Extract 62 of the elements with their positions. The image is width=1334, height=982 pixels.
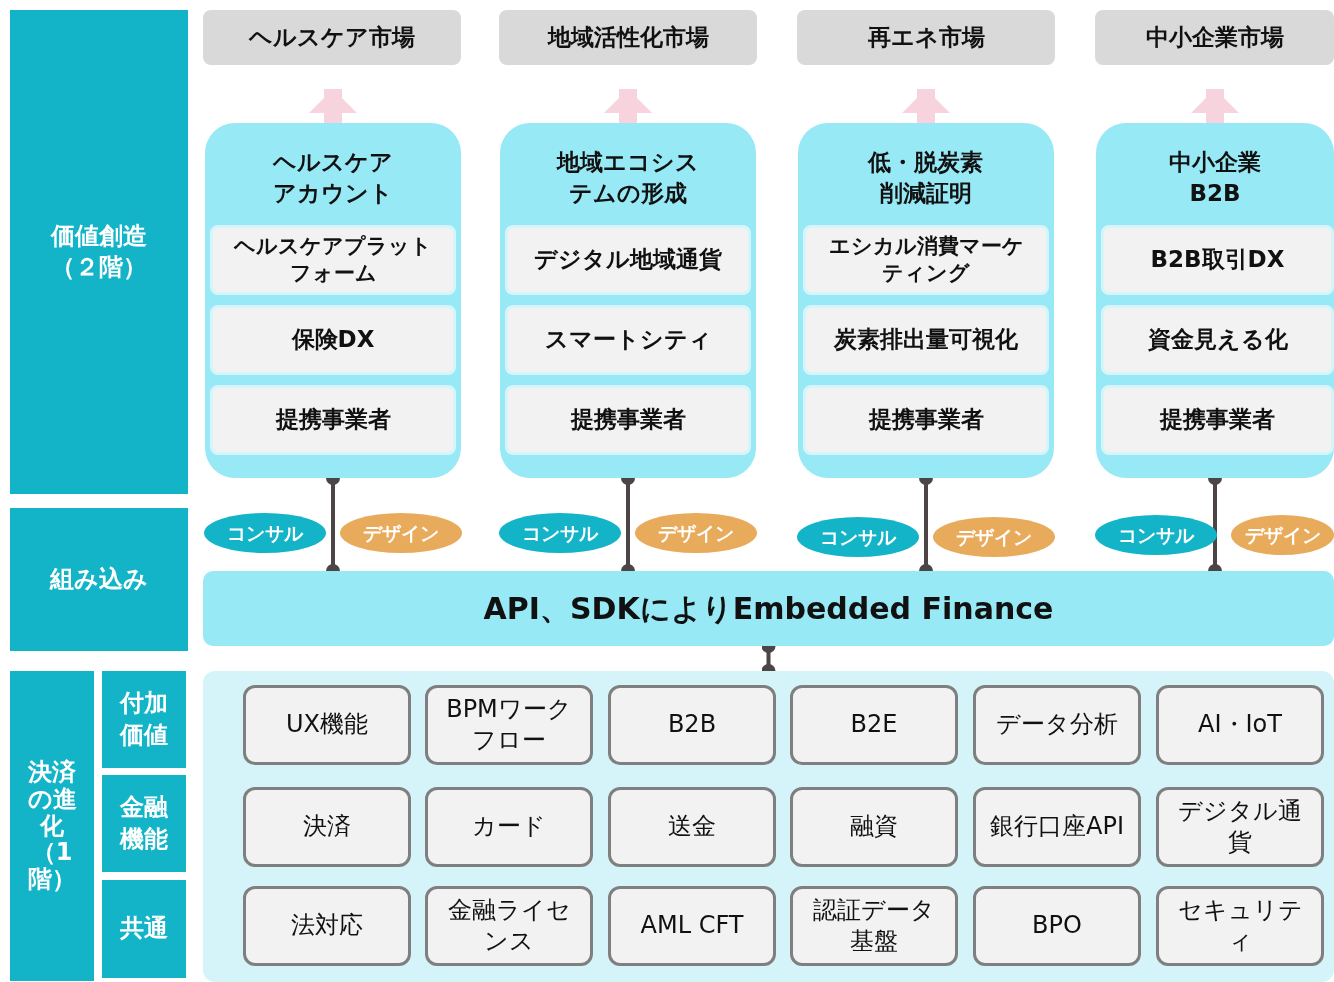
function-box: B2E: [790, 685, 958, 765]
function-box: セキュリティ: [1156, 886, 1324, 966]
service-box: 提携事業者: [505, 385, 751, 455]
function-box: UX機能: [243, 685, 411, 765]
function-box: 認証データ基盤: [790, 886, 958, 966]
service-box: エシカル消費マーケティング: [803, 225, 1049, 295]
design-ellipse: デザイン: [933, 517, 1055, 557]
market-box: 中小企業市場: [1095, 10, 1334, 65]
service-box: 提携事業者: [210, 385, 456, 455]
market-box: 地域活性化市場: [499, 10, 757, 65]
service-box: デジタル地域通貨: [505, 225, 751, 295]
market-box: ヘルスケア市場: [203, 10, 461, 65]
service-box: 提携事業者: [1101, 385, 1334, 455]
service-column: [500, 123, 756, 478]
platform-panel: [203, 671, 1334, 982]
section-label: 決済の進化（1階）: [10, 671, 94, 981]
design-ellipse: デザイン: [635, 513, 757, 553]
function-box: カード: [425, 787, 593, 867]
function-box: AI・IoT: [1156, 685, 1324, 765]
market-box: 再エネ市場: [797, 10, 1055, 65]
service-box: 資金見える化: [1101, 305, 1334, 375]
column-title: ヘルスケアアカウント: [272, 148, 394, 209]
function-box: 銀行口座API: [973, 787, 1141, 867]
consulting-ellipse: コンサル: [797, 517, 919, 557]
service-box: ヘルスケアプラットフォーム: [210, 225, 456, 295]
function-box: 融資: [790, 787, 958, 867]
design-ellipse: デザイン: [1231, 515, 1334, 555]
function-box: 決済: [243, 787, 411, 867]
function-box: データ分析: [973, 685, 1141, 765]
section-label: 付加価値: [102, 671, 186, 768]
section-label: 共通: [102, 880, 186, 978]
arrow: [1191, 89, 1239, 123]
service-column: [205, 123, 461, 478]
function-box: 法対応: [243, 886, 411, 966]
column-title: 中小企業B2B: [1168, 148, 1262, 209]
service-box: スマートシティ: [505, 305, 751, 375]
function-box: AML CFT: [608, 886, 776, 966]
function-box: BPO: [973, 886, 1141, 966]
service-column: [1096, 123, 1334, 478]
consulting-ellipse: コンサル: [1095, 515, 1217, 555]
service-box: 炭素排出量可視化: [803, 305, 1049, 375]
arrow: [902, 89, 950, 123]
consulting-ellipse: コンサル: [499, 513, 621, 553]
service-box: B2B取引DX: [1101, 225, 1334, 295]
api-bar: API、SDKによりEmbedded Finance: [203, 571, 1334, 646]
column-title: 低・脱炭素削減証明: [866, 148, 985, 209]
design-ellipse: デザイン: [340, 513, 462, 553]
section-label: 組み込み: [10, 508, 188, 651]
column-title: 地域エコシステムの形成: [555, 148, 700, 209]
function-box: BPMワークフロー: [425, 685, 593, 765]
section-label: 価値創造（２階）: [10, 10, 188, 494]
service-box: 提携事業者: [803, 385, 1049, 455]
function-box: 金融ライセンス: [425, 886, 593, 966]
arrow: [309, 89, 357, 123]
service-box: 保険DX: [210, 305, 456, 375]
consulting-ellipse: コンサル: [204, 513, 326, 553]
service-column: [798, 123, 1054, 478]
arrow: [604, 89, 652, 123]
function-box: デジタル通貨: [1156, 787, 1324, 867]
function-box: B2B: [608, 685, 776, 765]
section-label: 金融機能: [102, 775, 186, 872]
function-box: 送金: [608, 787, 776, 867]
